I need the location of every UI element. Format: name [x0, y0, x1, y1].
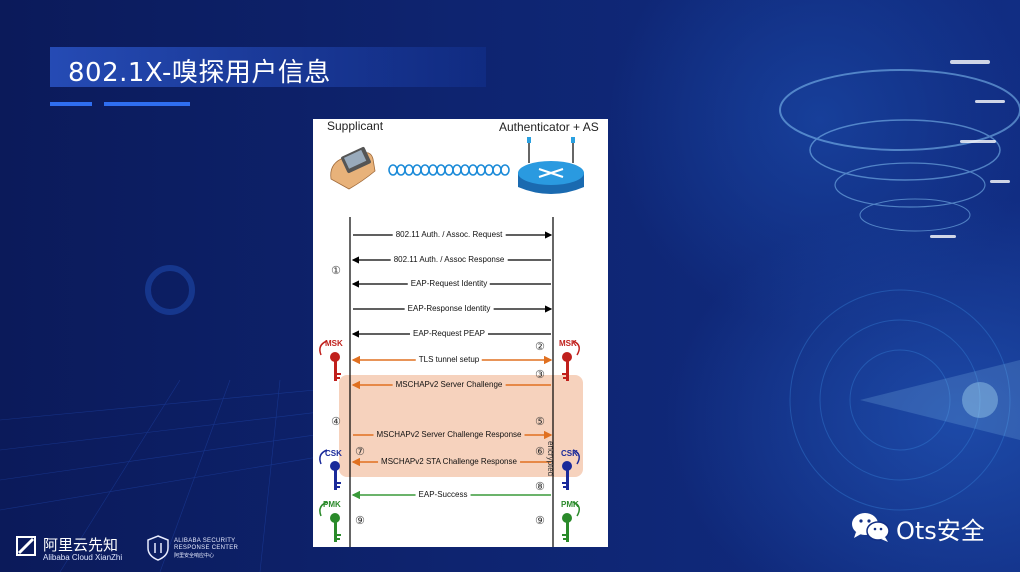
- encrypted-region: [339, 375, 583, 477]
- wechat-icon: [852, 513, 890, 542]
- title-underline: [104, 102, 190, 106]
- step-marker: ④: [331, 415, 341, 428]
- step-marker: ⑦: [355, 445, 365, 458]
- wechat-account-name: Ots安全: [896, 517, 985, 545]
- step-marker: ⑨: [535, 514, 545, 527]
- asrc-shield-icon: [147, 535, 169, 561]
- key-label: CSK: [561, 449, 578, 458]
- title-bar: [50, 47, 486, 87]
- key-label: CSK: [325, 449, 342, 458]
- step-marker: ⑥: [535, 445, 545, 458]
- step-marker: ②: [535, 340, 545, 353]
- csk-key-icon: [319, 449, 341, 490]
- step-marker: ⑤: [535, 415, 545, 428]
- msk-key-icon: [562, 340, 580, 381]
- wireless-link-icon: [388, 164, 510, 176]
- message-label: MSCHAPv2 Server Challenge Response: [373, 430, 525, 439]
- message-label: EAP-Request PEAP: [409, 329, 489, 338]
- key-label: PMK: [323, 500, 341, 509]
- key-label: MSK: [559, 339, 577, 348]
- brand-name: 阿里云先知: [43, 536, 119, 554]
- message-label: EAP-Response Identity: [404, 304, 494, 313]
- step-marker: ⑧: [535, 480, 545, 493]
- supplicant-label: Supplicant: [327, 119, 384, 133]
- msk-key-icon: [319, 340, 341, 381]
- eap-peap-sequence-diagram: Supplicant Authenticator + AS 802.11 Aut…: [313, 119, 608, 547]
- message-label: 802.11 Auth. / Assoc. Request: [392, 230, 506, 239]
- asrc-line1: ALIBABA SECURITY: [174, 538, 236, 544]
- message-label: EAP-Request Identity: [407, 279, 491, 288]
- step-marker: ①: [331, 264, 341, 277]
- brand-subtitle: Alibaba Cloud XianZhi: [43, 553, 123, 562]
- title-underline: [50, 102, 92, 106]
- message-label: TLS tunnel setup: [415, 355, 483, 364]
- csk-key-icon: [562, 449, 580, 490]
- asrc-line2: RESPONSE CENTER: [174, 545, 239, 551]
- xianzhi-logo-icon: [16, 536, 36, 556]
- router-icon: [518, 137, 584, 194]
- step-marker: ③: [535, 368, 545, 381]
- authenticator-label: Authenticator + AS: [499, 120, 599, 134]
- key-label: PMK: [561, 500, 579, 509]
- encrypted-label: encrypted: [546, 441, 555, 477]
- message-label: 802.11 Auth. / Assoc Response: [390, 255, 508, 264]
- pmk-key-icon: [562, 501, 580, 542]
- pmk-key-icon: [319, 501, 341, 542]
- step-marker: ⑨: [355, 514, 365, 527]
- asrc-line3: 阿里安全响应中心: [174, 553, 215, 559]
- message-label: EAP-Success: [415, 490, 471, 499]
- message-label: MSCHAPv2 STA Challenge Response: [378, 457, 520, 466]
- key-label: MSK: [325, 339, 343, 348]
- message-label: MSCHAPv2 Server Challenge: [392, 380, 506, 389]
- smartphone-icon: [330, 147, 376, 190]
- slide-title: 802.1X-嗅探用户信息: [68, 58, 331, 88]
